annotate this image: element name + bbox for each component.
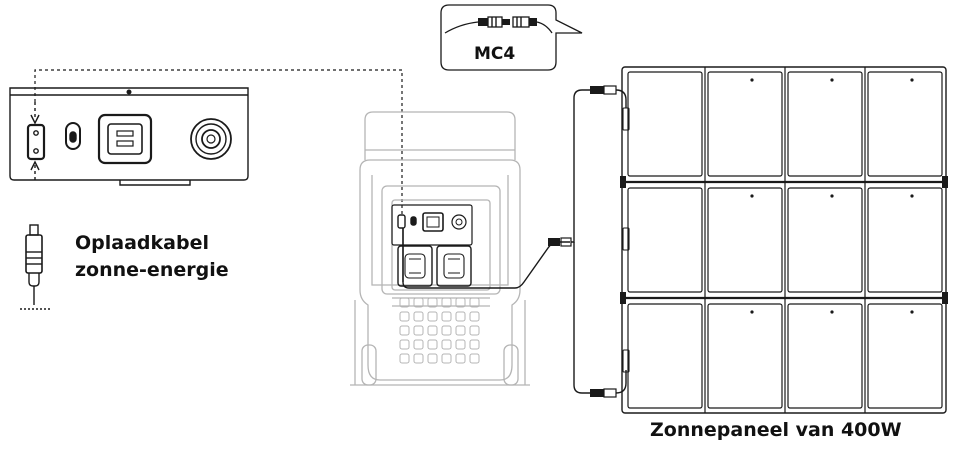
mc4-callout xyxy=(440,4,583,71)
solar-cable-plug-icon xyxy=(20,224,50,310)
back-panel-detail xyxy=(9,87,249,186)
power-station-panel xyxy=(391,204,473,287)
solar-panel-icon xyxy=(620,66,948,414)
charging-cable-label: Oplaadkabel zonne-energie xyxy=(75,230,229,284)
charging-cable-label-line2: zonne-energie xyxy=(75,259,229,281)
solar-panel-label: Zonnepaneel van 400W xyxy=(650,419,902,441)
charging-cable-label-line1: Oplaadkabel xyxy=(75,232,209,254)
mc4-connector-icon xyxy=(444,16,553,34)
power-station-icon xyxy=(350,111,530,386)
solar-cable xyxy=(402,85,630,398)
mc4-label: MC4 xyxy=(474,44,516,64)
charging-port-icon xyxy=(26,102,46,182)
